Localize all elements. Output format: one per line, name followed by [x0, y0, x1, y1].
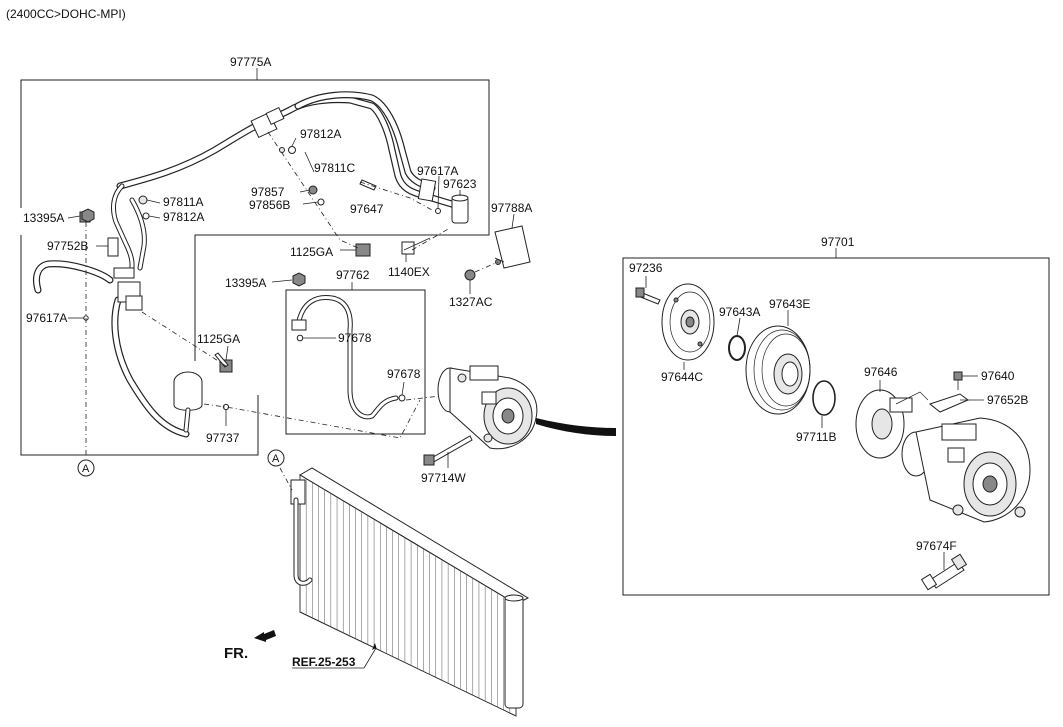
reference-marker-a-condenser: A	[267, 449, 285, 467]
marker-letter: A	[82, 463, 90, 475]
part-number-97775A: 97775A	[230, 55, 271, 69]
part-number-97678-lower: 97678	[387, 367, 421, 381]
part-number-1125GA-mid: 1125GA	[197, 332, 240, 346]
discharge-hose	[291, 295, 399, 420]
hose-to-compressor-leader	[405, 395, 441, 401]
liquid-hose-left	[32, 183, 190, 438]
front-arrow-icon	[254, 630, 276, 642]
pulley-97643E	[745, 325, 811, 415]
leader-97678-low	[401, 381, 405, 396]
compressor-bolt-97714W	[423, 435, 473, 466]
front-direction-label: FR.	[224, 645, 248, 662]
part-number-97812A: 97812A	[300, 127, 341, 141]
part-number-97811C: 97811C	[314, 161, 355, 175]
snap-ring-97643A	[728, 335, 746, 361]
part-number-97788A: 97788A	[491, 201, 532, 215]
part-number-97678: 97678	[338, 331, 372, 345]
condenser	[290, 467, 530, 717]
part-number-13395A-mid: 13395A	[225, 276, 266, 290]
bolts-main	[214, 179, 431, 373]
bolt-leader-a	[267, 131, 359, 249]
a-leader-condenser	[279, 467, 293, 491]
bolt-leader-d	[141, 311, 227, 367]
discharge-hose-frame	[285, 282, 426, 435]
part-number-97856B: 97856B	[249, 198, 290, 212]
bracket-97788A	[494, 225, 531, 269]
label-leaders-main	[67, 137, 515, 426]
reference-leader	[363, 647, 377, 669]
part-number-97646: 97646	[864, 365, 898, 379]
bolt-leader-b	[359, 181, 433, 211]
part-number-97623: 97623	[443, 177, 477, 191]
part-number-97652B: 97652B	[987, 393, 1028, 407]
screw-97640	[953, 371, 963, 390]
relief-valve-97674F	[920, 553, 968, 591]
part-number-97752B: 97752B	[47, 239, 88, 253]
drier-leader	[203, 399, 421, 439]
bolt-leader-c	[411, 227, 451, 251]
part-number-97643A: 97643A	[719, 305, 760, 319]
hose-block-fitting	[250, 106, 437, 202]
suction-hose	[116, 91, 459, 209]
part-number-97236: 97236	[629, 261, 663, 275]
part-number-1140EX: 1140EX	[388, 265, 430, 279]
compressor-body-detail	[901, 417, 1031, 523]
bracket-97652B	[928, 393, 969, 413]
field-coil-97646	[855, 389, 929, 459]
part-number-1125GA: 1125GA	[290, 245, 333, 259]
part-number-97857: 97857	[251, 185, 285, 199]
clutch-hub-97644C	[661, 283, 715, 361]
marker-letter: A	[272, 453, 280, 465]
part-number-1327AC: 1327AC	[449, 295, 493, 309]
part-number-97762: 97762	[336, 268, 370, 282]
part-number-97644C: 97644C	[661, 370, 703, 384]
receiver-drier	[173, 371, 203, 433]
part-number-97811A: 97811A	[163, 195, 203, 209]
part-number-97711B: 97711B	[796, 430, 836, 444]
detail-pointer	[536, 418, 616, 436]
hose-assembly-frame	[20, 68, 490, 456]
part-number-97812A-lower: 97812A	[163, 210, 204, 224]
engine-spec-label: (2400CC>DOHC-MPI)	[6, 7, 126, 21]
part-number-13395A: 13395A	[23, 211, 64, 225]
part-number-97737: 97737	[206, 431, 240, 445]
reference-marker-a-left: A	[77, 459, 95, 477]
part-number-97643E: 97643E	[769, 297, 810, 311]
nut-1327AC	[464, 261, 499, 281]
pressure-switch	[451, 194, 469, 224]
reference-arrowhead	[372, 643, 377, 650]
nut-13395A	[81, 208, 306, 287]
condenser-fins	[299, 475, 517, 716]
part-number-97647: 97647	[350, 202, 384, 216]
compressor-main	[437, 365, 538, 450]
part-number-97714W: 97714W	[421, 471, 466, 485]
bolt-97236	[635, 287, 661, 305]
hose-clamp-fittings	[107, 237, 143, 311]
part-number-97617A: 97617A	[417, 164, 458, 178]
part-number-97617A-left: 97617A	[26, 311, 67, 325]
coil-97711B	[812, 380, 836, 416]
reference-label: REF.25-253	[292, 655, 356, 669]
part-number-97674F: 97674F	[916, 539, 957, 553]
part-number-97701: 97701	[821, 235, 855, 249]
part-number-97640: 97640	[981, 369, 1015, 383]
